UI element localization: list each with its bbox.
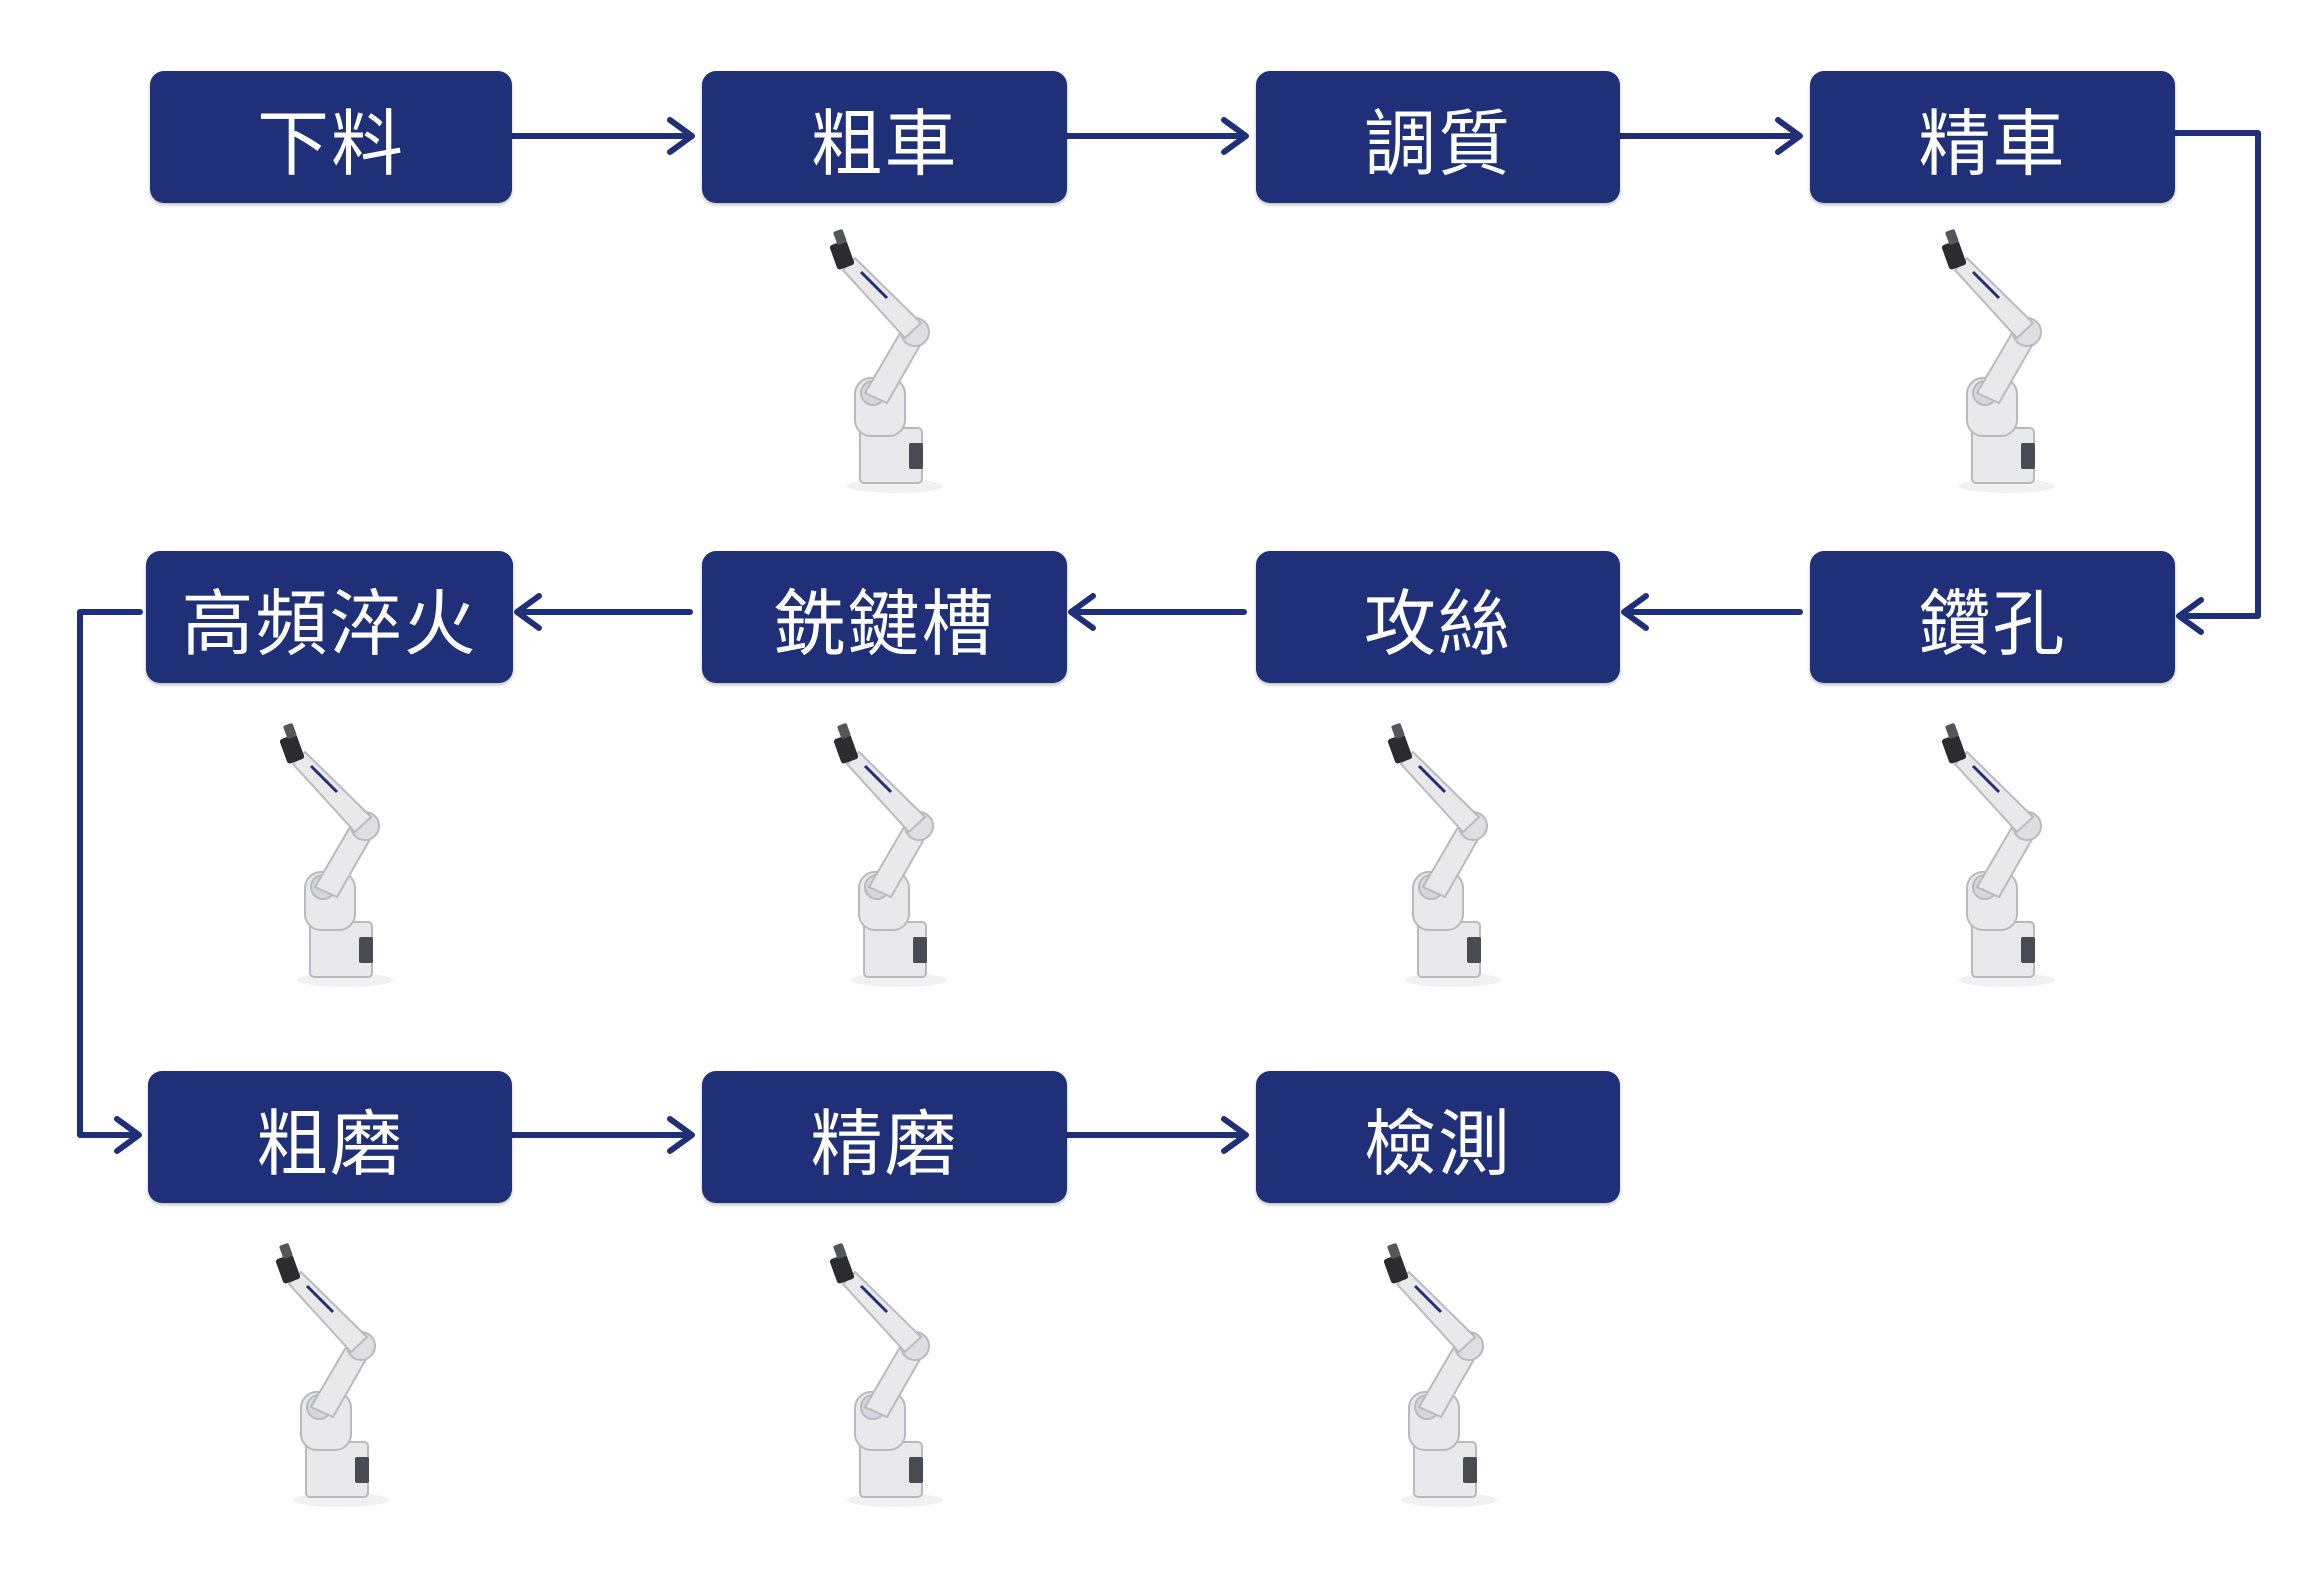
industrial-robot-arm-icon	[829, 229, 943, 493]
robot-base-connector	[909, 1457, 923, 1483]
robot-wrist-tool	[1383, 1254, 1409, 1284]
step-box-s3: 調質	[1256, 71, 1620, 203]
connector-10-11	[1064, 1116, 1249, 1154]
robot-brand-stripe	[1971, 270, 2001, 300]
connector-3-4	[1617, 117, 1803, 155]
connector-6-7	[1068, 593, 1247, 631]
industrial-robot-arm-icon	[279, 723, 393, 987]
robot-brand-stripe	[309, 764, 339, 794]
step-label-s5: 鑽孔	[1918, 581, 2067, 666]
robot-base-connector	[355, 1457, 369, 1483]
robot-tool-tip	[833, 229, 847, 245]
step-box-s8: 高頻淬火	[146, 551, 513, 683]
robot-forearm	[841, 1270, 923, 1354]
step-label-s2: 粗車	[810, 101, 959, 186]
robot-brand-stripe	[863, 764, 893, 794]
robot-wrist-tool	[1941, 240, 1967, 270]
industrial-robot-arm-icon	[1383, 1243, 1497, 1507]
robot-forearm	[1399, 750, 1481, 834]
step-label-s9: 粗磨	[255, 1101, 404, 1186]
industrial-robot-arm-icon	[1941, 723, 2055, 987]
step-box-s1: 下料	[150, 71, 512, 203]
robot-tool-tip	[1391, 723, 1405, 739]
robot-tool-tip	[279, 1243, 293, 1259]
connector-9-10	[509, 1116, 695, 1154]
robot-brand-stripe	[859, 1284, 889, 1314]
industrial-robot-arm-icon	[1941, 229, 2055, 493]
robot-base-connector	[359, 937, 373, 963]
connector-7-8	[514, 593, 693, 631]
connector-8-9	[77, 609, 143, 1154]
robot-brand-stripe	[305, 1284, 335, 1314]
robot-base-connector	[2021, 443, 2035, 469]
robot-tool-tip	[1387, 1243, 1401, 1259]
connector-2-3	[1064, 117, 1249, 155]
robot-forearm	[287, 1270, 369, 1354]
step-label-s4: 精車	[1918, 101, 2067, 186]
robot-forearm	[1395, 1270, 1477, 1354]
robot-forearm	[845, 750, 927, 834]
step-box-s5: 鑽孔	[1810, 551, 2175, 683]
robot-brand-stripe	[859, 270, 889, 300]
step-box-s7: 銑鍵槽	[702, 551, 1067, 683]
robot-tool-tip	[833, 1243, 847, 1259]
robot-forearm	[1953, 256, 2035, 340]
step-box-s9: 粗磨	[148, 1071, 512, 1203]
industrial-robot-arm-icon	[1387, 723, 1501, 987]
robot-wrist-tool	[833, 734, 859, 764]
robot-wrist-tool	[279, 734, 305, 764]
step-label-s8: 高頻淬火	[181, 581, 478, 666]
robot-base-connector	[1467, 937, 1481, 963]
robot-tool-tip	[283, 723, 297, 739]
robot-base-connector	[909, 443, 923, 469]
connector-5-6	[1621, 593, 1803, 631]
step-label-s6: 攻絲	[1363, 581, 1512, 666]
robot-forearm	[291, 750, 373, 834]
connector-4-5	[2172, 130, 2261, 635]
robot-base-connector	[913, 937, 927, 963]
robot-wrist-tool	[829, 1254, 855, 1284]
connector-1-2	[509, 117, 695, 155]
step-box-s11: 檢測	[1256, 1071, 1620, 1203]
step-box-s2: 粗車	[702, 71, 1067, 203]
step-box-s10: 精磨	[702, 1071, 1067, 1203]
robot-wrist-tool	[1941, 734, 1967, 764]
step-label-s3: 調質	[1363, 101, 1512, 186]
step-label-s7: 銑鍵槽	[773, 581, 996, 666]
robot-wrist-tool	[275, 1254, 301, 1284]
step-box-s6: 攻絲	[1256, 551, 1620, 683]
industrial-robot-arm-icon	[275, 1243, 389, 1507]
industrial-robot-arm-icon	[833, 723, 947, 987]
robot-tool-tip	[1945, 229, 1959, 245]
robot-forearm	[1953, 750, 2035, 834]
robot-wrist-tool	[1387, 734, 1413, 764]
robot-base-connector	[1463, 1457, 1477, 1483]
robot-brand-stripe	[1417, 764, 1447, 794]
robot-brand-stripe	[1971, 764, 2001, 794]
robot-brand-stripe	[1413, 1284, 1443, 1314]
robot-tool-tip	[1945, 723, 1959, 739]
robot-forearm	[841, 256, 923, 340]
robot-tool-tip	[837, 723, 851, 739]
step-label-s1: 下料	[256, 101, 405, 186]
step-label-s11: 檢測	[1363, 1101, 1512, 1186]
robot-base-connector	[2021, 937, 2035, 963]
robot-wrist-tool	[829, 240, 855, 270]
step-box-s4: 精車	[1810, 71, 2175, 203]
industrial-robot-arm-icon	[829, 1243, 943, 1507]
step-label-s10: 精磨	[810, 1101, 959, 1186]
